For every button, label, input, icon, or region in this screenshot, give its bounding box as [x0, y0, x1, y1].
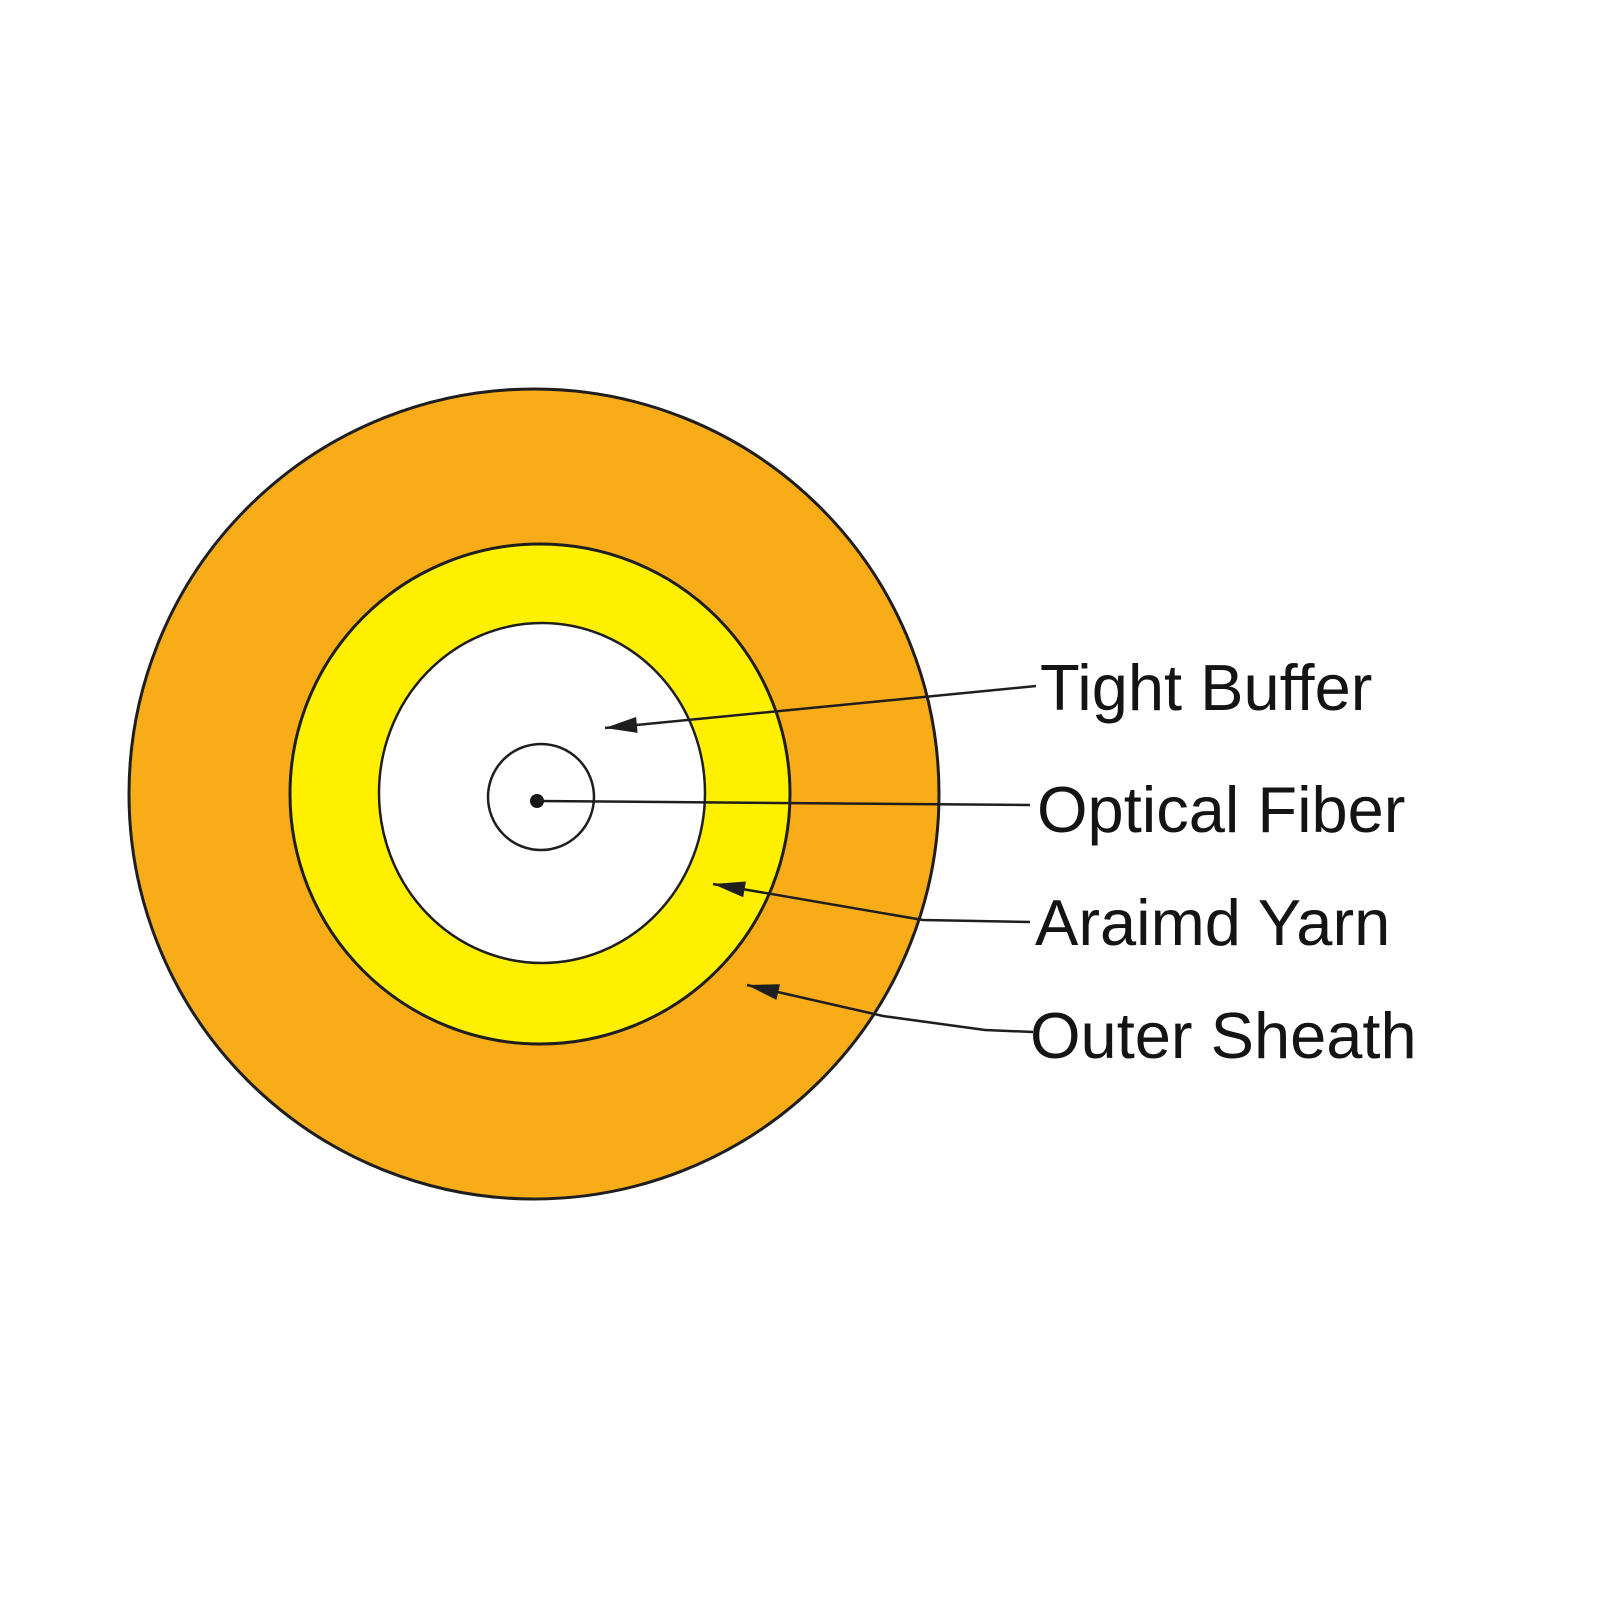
aramid-yarn-label: Araimd Yarn [1035, 886, 1390, 959]
tight-buffer-label: Tight Buffer [1040, 651, 1372, 724]
optical-fiber-leader-line [537, 799, 1031, 807]
outer-sheath-leader-line [746, 983, 1034, 1034]
tight-buffer-ring [377, 621, 707, 965]
aramid-yarn-leader-line [712, 881, 1031, 924]
tight-buffer-leader-line [604, 684, 1037, 733]
outer-sheath-label: Outer Sheath [1030, 999, 1417, 1072]
optical-fiber-dot [530, 794, 544, 808]
optical-fiber-circle [486, 742, 596, 852]
optical-fiber-label: Optical Fiber [1037, 773, 1405, 846]
